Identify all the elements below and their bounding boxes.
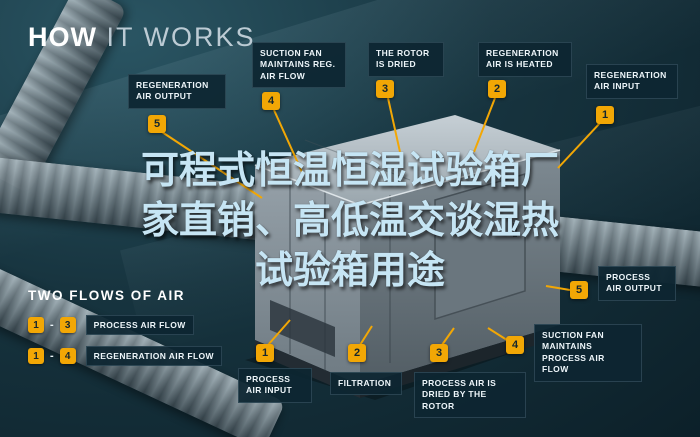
callout-label-process-air-output: PROCESS AIR OUTPUT bbox=[598, 266, 676, 301]
legend-row-process-air: 1 - 3 PROCESS AIR FLOW bbox=[28, 315, 222, 335]
callout-number-suction-fan-reg: 4 bbox=[262, 92, 280, 110]
callout-label-process-air-dried: PROCESS AIR IS DRIED BY THE ROTOR bbox=[414, 372, 526, 419]
callout-label-filtration: FILTRATION bbox=[330, 372, 402, 396]
callout-number-regeneration-air-input: 1 bbox=[596, 106, 614, 124]
overlay-title-line-2: 家直销、高低温交谈湿热 bbox=[140, 200, 559, 242]
callout-label-regeneration-air-heated: REGENERATION AIR IS HEATED bbox=[478, 42, 572, 77]
overlay-title: 可程式恒温恒湿试验箱厂 家直销、高低温交谈湿热 试验箱用途 bbox=[0, 146, 700, 296]
callout-number-process-air-dried: 3 bbox=[430, 344, 448, 362]
legend-number-to: 4 bbox=[59, 348, 76, 364]
callout-label-regeneration-air-output: REGENERATION AIR OUTPUT bbox=[128, 74, 226, 109]
callout-label-process-air-input: PROCESS AIR INPUT bbox=[238, 368, 312, 403]
callout-label-suction-fan-reg: SUCTION FAN MAINTAINS REG. AIR FLOW bbox=[252, 42, 346, 89]
callout-number-filtration: 2 bbox=[348, 344, 366, 362]
legend-dash: - bbox=[50, 350, 54, 362]
callout-number-process-air-output: 5 bbox=[570, 281, 588, 299]
legend-dash: - bbox=[50, 319, 54, 331]
legend-two-flows: TWO FLOWS OF AIR 1 - 3 PROCESS AIR FLOW … bbox=[28, 288, 222, 377]
callout-number-regeneration-air-output: 5 bbox=[148, 115, 166, 133]
callout-label-regeneration-air-input: REGENERATION AIR INPUT bbox=[586, 64, 678, 99]
callout-label-suction-fan-process: SUCTION FAN MAINTAINS PROCESS AIR FLOW bbox=[534, 324, 642, 382]
page-title: HOW IT WORKS bbox=[28, 22, 256, 53]
callout-number-regeneration-air-heated: 2 bbox=[488, 80, 506, 98]
title-it-works: IT WORKS bbox=[96, 22, 256, 52]
legend-label-regeneration-air-flow: REGENERATION AIR FLOW bbox=[85, 346, 222, 366]
legend-title: TWO FLOWS OF AIR bbox=[28, 288, 185, 303]
legend-number-from: 1 bbox=[28, 317, 44, 333]
legend-row-regeneration-air: 1 - 4 REGENERATION AIR FLOW bbox=[28, 346, 222, 366]
callout-number-process-air-input: 1 bbox=[256, 344, 274, 362]
overlay-title-line-3: 试验箱用途 bbox=[254, 250, 445, 292]
title-how: HOW bbox=[28, 22, 97, 52]
overlay-title-line-1: 可程式恒温恒湿试验箱厂 bbox=[140, 150, 559, 192]
callout-label-rotor-dried: THE ROTOR IS DRIED bbox=[368, 42, 444, 77]
legend-number-to: 3 bbox=[59, 317, 76, 333]
callout-number-suction-fan-process: 4 bbox=[506, 336, 524, 354]
callout-number-rotor-dried: 3 bbox=[376, 80, 394, 98]
legend-label-process-air-flow: PROCESS AIR FLOW bbox=[85, 315, 194, 335]
legend-number-from: 1 bbox=[28, 348, 44, 364]
